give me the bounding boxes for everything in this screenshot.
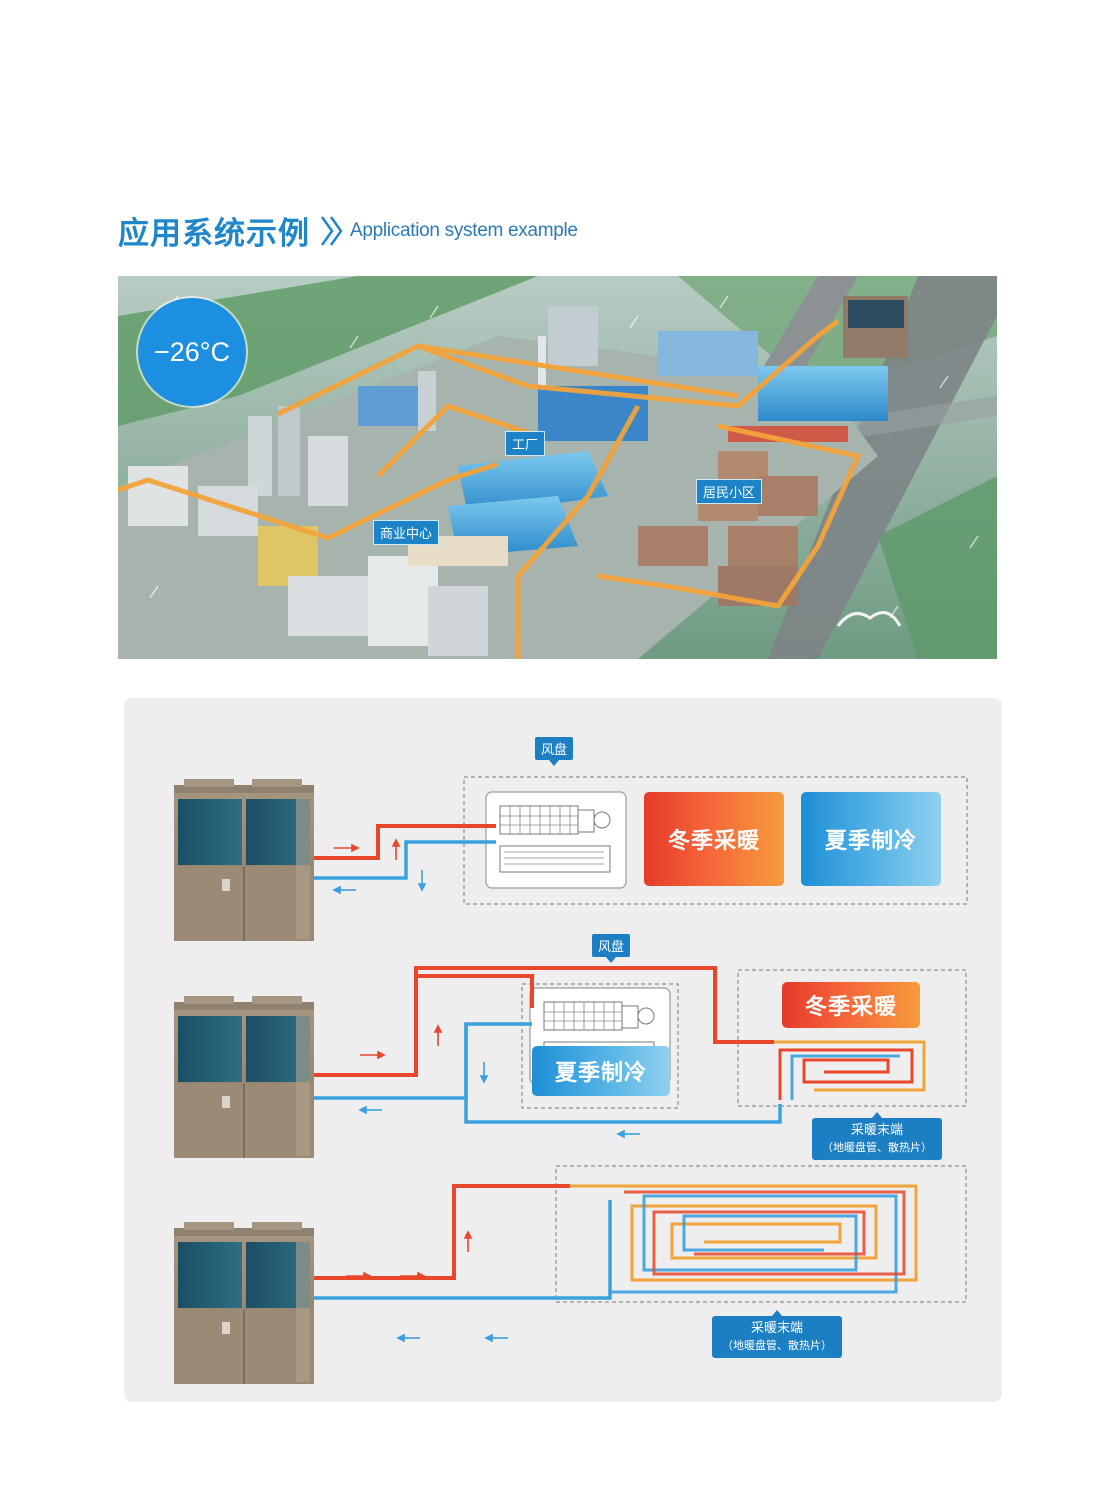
summer-cooling-box-2: 夏季制冷	[532, 1046, 670, 1096]
heating-terminal-label-2: 采暖末端 （地暖盘管、散热片）	[812, 1112, 942, 1160]
double-chevron-icon	[320, 215, 343, 246]
fan-coil-label-2: 风盘	[592, 934, 631, 963]
map-label-commercial: 商业中心	[373, 520, 440, 545]
heat-pump-unit-2	[173, 995, 315, 1159]
title-english: Application system example	[350, 219, 578, 241]
pipe-network	[118, 319, 862, 659]
map-label-residential: 居民小区	[696, 479, 763, 504]
fan-coil-1	[485, 791, 627, 889]
map-label-factory: 工厂	[505, 431, 546, 456]
heating-terminal-label-3: 采暖末端 （地暖盘管、散热片）	[712, 1310, 842, 1358]
aerial-city-illustration: −26°C 工厂 居民小区 商业中心	[118, 276, 997, 659]
city-scene	[118, 276, 997, 659]
system2-fancoil-zone	[521, 983, 679, 1109]
heat-pump-unit-1	[173, 778, 315, 942]
title-chinese: 应用系统示例	[118, 216, 310, 252]
system-diagram	[173, 776, 968, 1385]
system2-heating-zone	[737, 969, 967, 1107]
summer-cooling-box-1: 夏季制冷	[801, 792, 941, 886]
temperature-badge: −26°C	[138, 298, 246, 406]
system3-heating-zone	[555, 1165, 967, 1303]
winter-heating-box-2: 冬季采暖	[782, 982, 920, 1028]
system-diagram-panel: 风盘 冬季采暖 夏季制冷 风盘 冬季采暖 夏季制冷 采暖末端 （地暖盘管、散热片…	[124, 698, 1002, 1402]
factory-buildings	[248, 296, 908, 556]
section-title: 应用系统示例 Application system example	[118, 208, 578, 253]
winter-heating-box-1: 冬季采暖	[644, 792, 784, 886]
fan-coil-label-1: 风盘	[535, 737, 574, 766]
heat-pump-unit-3	[173, 1221, 315, 1385]
